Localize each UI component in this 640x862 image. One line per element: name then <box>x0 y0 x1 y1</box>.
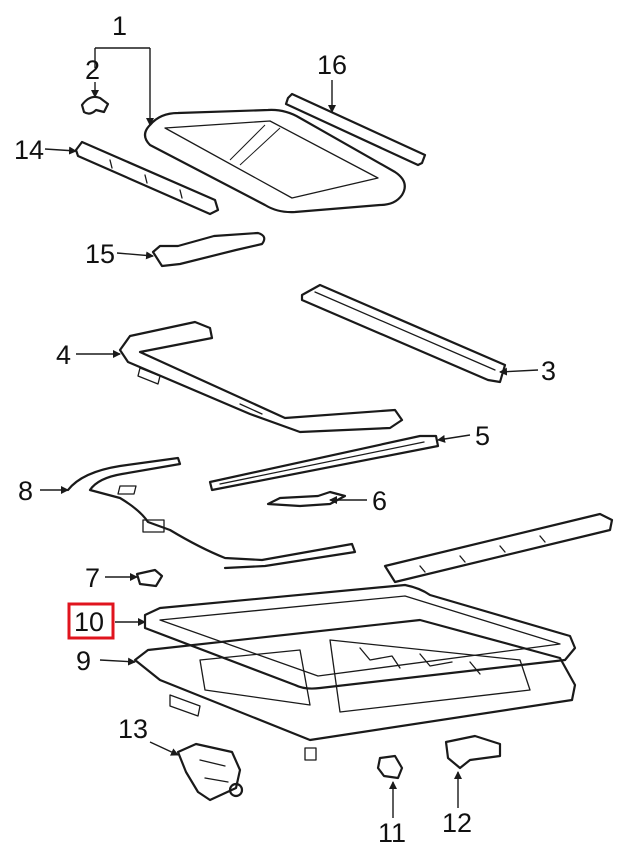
guide-rail-part <box>208 434 440 492</box>
callout-12: 12 <box>442 808 472 838</box>
callout-10-highlight <box>67 602 115 640</box>
callout-6: 6 <box>372 486 387 516</box>
callout-3: 3 <box>541 356 556 386</box>
frame-part <box>118 320 404 434</box>
callout-7: 7 <box>85 563 100 593</box>
drip-rail-part <box>300 283 507 384</box>
glass-panel-part <box>143 108 406 214</box>
callout-2: 2 <box>85 55 100 85</box>
callout-5: 5 <box>475 421 490 451</box>
weatherstrip-part <box>284 92 427 167</box>
callout-4: 4 <box>56 340 71 370</box>
side-rail-part <box>74 140 220 216</box>
roof-rail-part <box>383 512 614 584</box>
seal-part <box>143 583 577 690</box>
callout-8: 8 <box>18 476 33 506</box>
drive-cable-part <box>66 456 357 570</box>
callout-15: 15 <box>85 239 115 269</box>
callout-11: 11 <box>378 818 406 848</box>
guide-block-part <box>376 754 404 780</box>
callout-16: 16 <box>317 50 347 80</box>
housing-part <box>133 618 577 761</box>
callout-14: 14 <box>14 135 44 165</box>
motor-part <box>176 742 244 802</box>
callout-13: 13 <box>118 714 148 744</box>
small-bracket-part <box>135 568 164 588</box>
clip-part <box>80 95 110 115</box>
leader-lines <box>40 47 539 818</box>
callout-10: 10 <box>74 607 104 637</box>
shoe-part <box>266 490 347 508</box>
bracket-part <box>151 231 266 268</box>
callout-1: 1 <box>112 11 127 41</box>
callout-9: 9 <box>76 646 91 676</box>
rear-bracket-part <box>444 734 502 770</box>
